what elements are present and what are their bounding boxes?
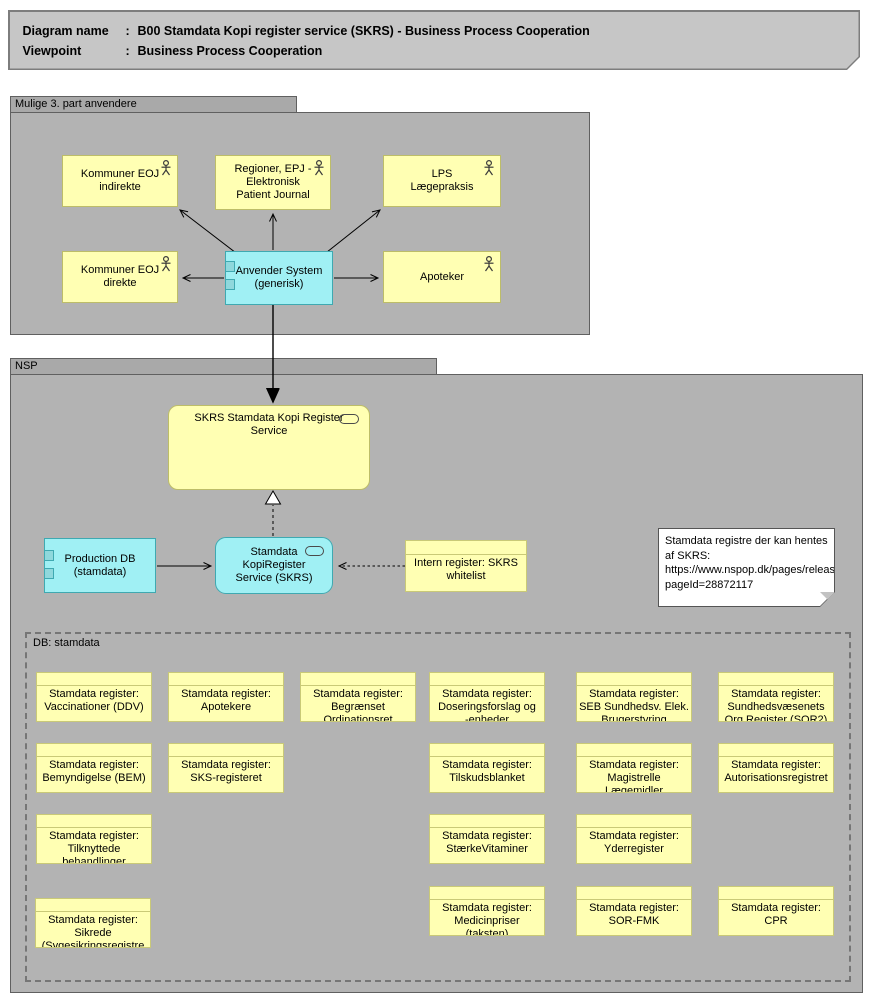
actor-lps-laegepraksis[interactable]: LPS Lægepraksis [383, 155, 501, 207]
register-label: Stamdata register: SOR-FMK [589, 902, 679, 927]
register-label: Stamdata register: Sundhedsvæsenets Org … [724, 688, 828, 722]
component-notch-icon [45, 568, 54, 579]
register-label: Stamdata register: StærkeVitaminer [442, 830, 532, 855]
diagram-name-row: Diagram name:B00 Stamdata Kopi register … [22, 23, 590, 38]
object-header [577, 815, 691, 828]
register-box[interactable]: Stamdata register: SOR-FMK [576, 886, 692, 936]
register-label: Stamdata register: SEB Sundhedsv. Elek. … [579, 688, 689, 722]
group-tab-mulige[interactable]: Mulige 3. part anvendere [10, 96, 297, 113]
component-notch-icon [45, 550, 54, 561]
register-label: Stamdata register: Magistrelle Lægemidle… [589, 759, 679, 793]
register-box[interactable]: Stamdata register: Autorisationsregistre… [718, 743, 834, 793]
service-label: Stamdata KopiRegister Service (SKRS) [235, 546, 313, 584]
service-stamdata-kopiregister-skrs[interactable]: Stamdata KopiRegister Service (SKRS) [215, 537, 333, 594]
register-box[interactable]: Stamdata register: Vaccinationer (DDV) [36, 672, 152, 722]
note-text: Stamdata registre der kan hentes af SKRS… [659, 529, 834, 606]
register-box[interactable]: Stamdata register: Begrænset Ordinations… [300, 672, 416, 722]
register-label: Stamdata register: Vaccinationer (DDV) [44, 688, 144, 713]
register-label: Stamdata register: Medicinpriser (takste… [442, 902, 532, 936]
diagram-title-block: Diagram name:B00 Stamdata Kopi register … [8, 10, 860, 70]
group-label-mulige: Mulige 3. part anvendere [15, 98, 137, 110]
group-label-nsp: NSP [15, 360, 38, 372]
actor-icon [160, 160, 172, 176]
register-label: Stamdata register: Apotekere [181, 688, 271, 713]
object-header [169, 673, 283, 686]
register-box[interactable]: Stamdata register: Doseringsforslag og -… [429, 672, 545, 722]
register-box[interactable]: Stamdata register: Sikrede (Sygesikrings… [35, 898, 151, 948]
actor-icon [483, 160, 495, 176]
object-header [577, 887, 691, 900]
object-header [169, 744, 283, 757]
component-production-db[interactable]: Production DB (stamdata) [44, 538, 156, 593]
register-label: Stamdata register: Tilskudsblanket [442, 759, 532, 784]
object-header [301, 673, 415, 686]
group-label-db-stamdata: DB: stamdata [33, 637, 100, 649]
actor-icon [160, 256, 172, 272]
service-label: SKRS Stamdata Kopi Register Service [194, 412, 344, 437]
actor-label: Kommuner EOJ indirekte [80, 168, 160, 193]
register-label: Stamdata register: Tilknyttede behandlin… [49, 830, 139, 864]
register-label: Stamdata register: Sikrede (Sygesikrings… [41, 914, 145, 948]
actor-label: LPS Lægepraksis [410, 168, 474, 193]
diagram-name-value: B00 Stamdata Kopi register service (SKRS… [137, 23, 590, 38]
viewpoint-value: Business Process Cooperation [137, 43, 323, 58]
object-intern-register-whitelist[interactable]: Intern register: SKRS whitelist [405, 540, 527, 592]
register-label: Stamdata register: CPR [731, 902, 821, 927]
register-box[interactable]: Stamdata register: SKS-registeret [168, 743, 284, 793]
register-box[interactable]: Stamdata register: Medicinpriser (takste… [429, 886, 545, 936]
object-header [36, 899, 150, 912]
object-header [719, 887, 833, 900]
object-header [37, 673, 151, 686]
component-label: Production DB (stamdata) [64, 552, 136, 578]
actor-kommuner-eoj-direkte[interactable]: Kommuner EOJ direkte [62, 251, 178, 303]
service-icon [305, 546, 324, 556]
register-label: Stamdata register: Autorisationsregistre… [724, 759, 828, 784]
actor-label: Kommuner EOJ direkte [80, 264, 160, 289]
object-header [430, 673, 544, 686]
component-notch-icon [226, 279, 235, 290]
actor-icon [483, 256, 495, 272]
actor-apoteker[interactable]: Apoteker [383, 251, 501, 303]
object-header [430, 815, 544, 828]
actor-label: Apoteker [419, 270, 465, 283]
viewpoint-row: Viewpoint:Business Process Cooperation [22, 43, 323, 58]
object-header [37, 815, 151, 828]
register-label: Stamdata register: SKS-registeret [181, 759, 271, 784]
group-db-stamdata[interactable] [25, 632, 851, 982]
register-label: Stamdata register: Bemyndigelse (BEM) [42, 759, 146, 784]
component-notch-icon [226, 261, 235, 272]
register-box[interactable]: Stamdata register: Apotekere [168, 672, 284, 722]
actor-icon [313, 160, 325, 176]
register-box[interactable]: Stamdata register: CPR [718, 886, 834, 936]
service-skrs-stamdata-kopi-register[interactable]: SKRS Stamdata Kopi Register Service [168, 405, 370, 490]
actor-label: Regioner, EPJ - Elektronisk Patient Jour… [234, 163, 312, 201]
register-box[interactable]: Stamdata register: StærkeVitaminer [429, 814, 545, 864]
object-header [430, 744, 544, 757]
register-box[interactable]: Stamdata register: Magistrelle Lægemidle… [576, 743, 692, 793]
note-stamdata-registre[interactable]: Stamdata registre der kan hentes af SKRS… [658, 528, 835, 607]
object-header [719, 744, 833, 757]
component-label: Anvender System (generisk) [235, 265, 323, 290]
object-header [37, 744, 151, 757]
register-box[interactable]: Stamdata register: Tilskudsblanket [429, 743, 545, 793]
register-label: Stamdata register: Begrænset Ordinations… [313, 688, 403, 722]
object-header [719, 673, 833, 686]
register-label: Stamdata register: Doseringsforslag og -… [438, 688, 536, 722]
register-box[interactable]: Stamdata register: SEB Sundhedsv. Elek. … [576, 672, 692, 722]
object-header [577, 744, 691, 757]
register-label: Stamdata register: Yderregister [589, 830, 679, 855]
register-box[interactable]: Stamdata register: Tilknyttede behandlin… [36, 814, 152, 864]
actor-kommuner-eoj-indirekte[interactable]: Kommuner EOJ indirekte [62, 155, 178, 207]
register-box[interactable]: Stamdata register: Yderregister [576, 814, 692, 864]
service-icon [339, 414, 359, 424]
object-label: Intern register: SKRS whitelist [414, 557, 518, 582]
component-anvender-system[interactable]: Anvender System (generisk) [225, 251, 333, 305]
actor-regioner-epj[interactable]: Regioner, EPJ - Elektronisk Patient Jour… [215, 155, 331, 210]
object-header [577, 673, 691, 686]
register-box[interactable]: Stamdata register: Bemyndigelse (BEM) [36, 743, 152, 793]
register-box[interactable]: Stamdata register: Sundhedsvæsenets Org … [718, 672, 834, 722]
group-tab-nsp[interactable]: NSP [10, 358, 437, 375]
object-header [430, 887, 544, 900]
object-header [406, 541, 526, 555]
